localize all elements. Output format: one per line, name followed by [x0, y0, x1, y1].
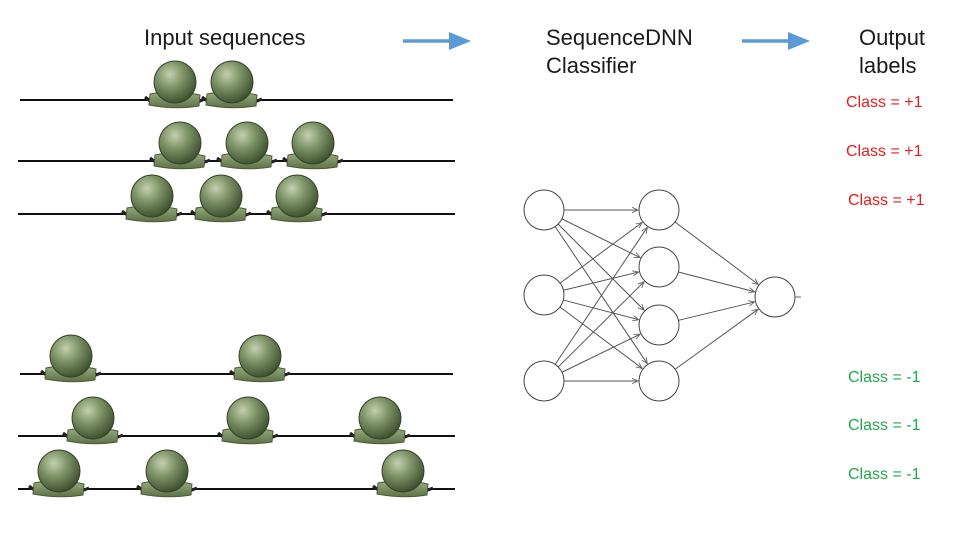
- classifier-heading-line2: Classifier: [546, 53, 637, 78]
- nucleosome-icon: [121, 174, 183, 223]
- nucleosome-icon: [190, 174, 252, 223]
- network-edge: [674, 221, 758, 284]
- class-label-negative: Class = -1: [848, 369, 921, 386]
- network-node: [754, 276, 796, 318]
- network-node: [523, 274, 565, 316]
- class-label-negative: Class = -1: [848, 466, 921, 483]
- neural-network-icon: [523, 189, 801, 402]
- class-label-negative: Class = -1: [848, 417, 921, 434]
- output-heading-line1: Output: [859, 25, 926, 50]
- network-edge: [563, 272, 638, 291]
- arrow-right-icon: [742, 32, 810, 50]
- network-node: [638, 360, 680, 402]
- network-edge: [563, 299, 638, 320]
- nucleosome-icon: [229, 334, 291, 383]
- nucleosome-icon: [217, 396, 279, 445]
- arrow-right-icon: [403, 32, 471, 50]
- input-sequences-heading: Input sequences: [144, 25, 306, 50]
- nucleosome-icon: [62, 396, 124, 445]
- class-label-positive: Class = +1: [848, 192, 925, 209]
- network-edge: [557, 223, 644, 310]
- nucleosomes: [28, 60, 434, 498]
- network-node: [638, 304, 680, 346]
- network-node: [638, 246, 680, 288]
- nucleosome-icon: [40, 334, 102, 383]
- nucleosome-icon: [144, 60, 206, 109]
- network-edge: [554, 227, 647, 365]
- network-edge: [557, 282, 644, 368]
- nucleosome-icon: [282, 121, 344, 170]
- classifier-heading-line1: SequenceDNN: [546, 25, 693, 50]
- class-label-positive: Class = +1: [846, 94, 923, 111]
- network-edge: [559, 306, 642, 368]
- class-label-positive: Class = +1: [846, 143, 923, 160]
- network-edge: [678, 302, 754, 321]
- nucleosome-icon: [201, 60, 263, 109]
- network-edge: [559, 222, 642, 284]
- nucleosome-icon: [28, 449, 90, 498]
- network-node: [523, 360, 565, 402]
- network-node: [638, 189, 680, 231]
- network-edge: [674, 309, 758, 370]
- nucleosome-icon: [149, 121, 211, 170]
- network-edge: [561, 218, 640, 258]
- nucleosome-icon: [372, 449, 434, 498]
- nucleosome-icon: [216, 121, 278, 170]
- nucleosome-icon: [349, 396, 411, 445]
- nucleosome-icon: [136, 449, 198, 498]
- nucleosome-icon: [266, 174, 328, 223]
- network-edge: [561, 334, 640, 373]
- network-node: [523, 189, 565, 231]
- output-heading-line2: labels: [859, 53, 917, 78]
- network-edge: [678, 271, 754, 292]
